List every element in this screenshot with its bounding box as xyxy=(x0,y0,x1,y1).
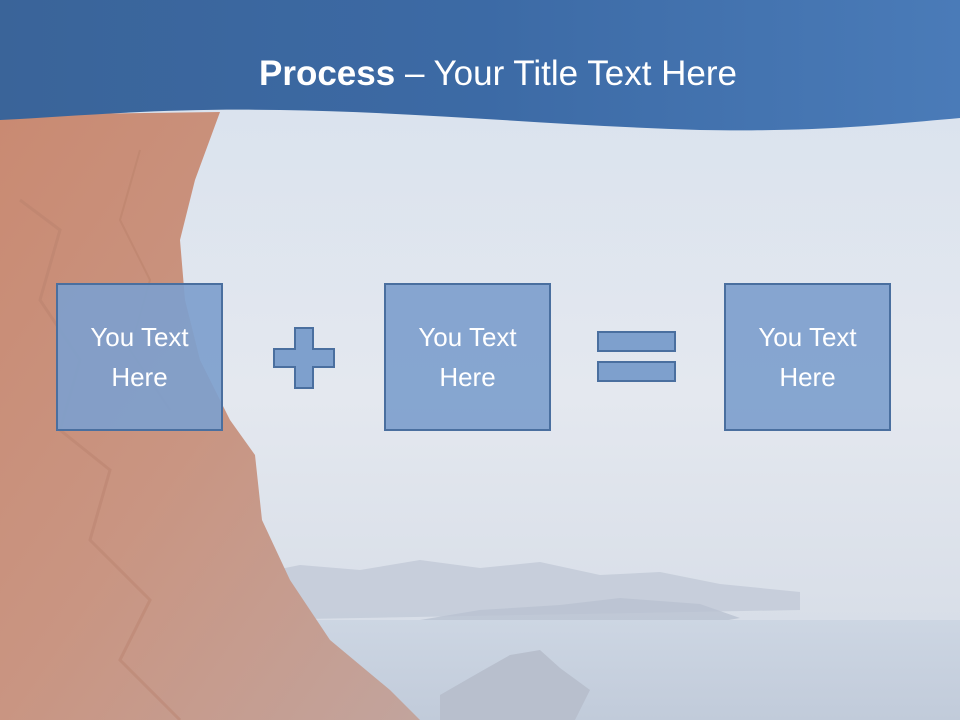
text-box-2-label: You Text Here xyxy=(418,322,517,392)
text-box-3-label: You Text Here xyxy=(758,322,857,392)
equals-icon xyxy=(597,331,676,382)
text-box-3: You Text Here xyxy=(724,283,891,431)
page-title: Process – Your Title Text Here xyxy=(0,52,960,96)
plus-icon xyxy=(273,327,335,389)
text-box-1-label: You Text Here xyxy=(90,322,189,392)
text-box-1: You Text Here xyxy=(56,283,223,431)
title-bold: Process xyxy=(259,54,396,93)
text-box-2: You Text Here xyxy=(384,283,551,431)
title-rest: – Your Title Text Here xyxy=(395,54,737,93)
